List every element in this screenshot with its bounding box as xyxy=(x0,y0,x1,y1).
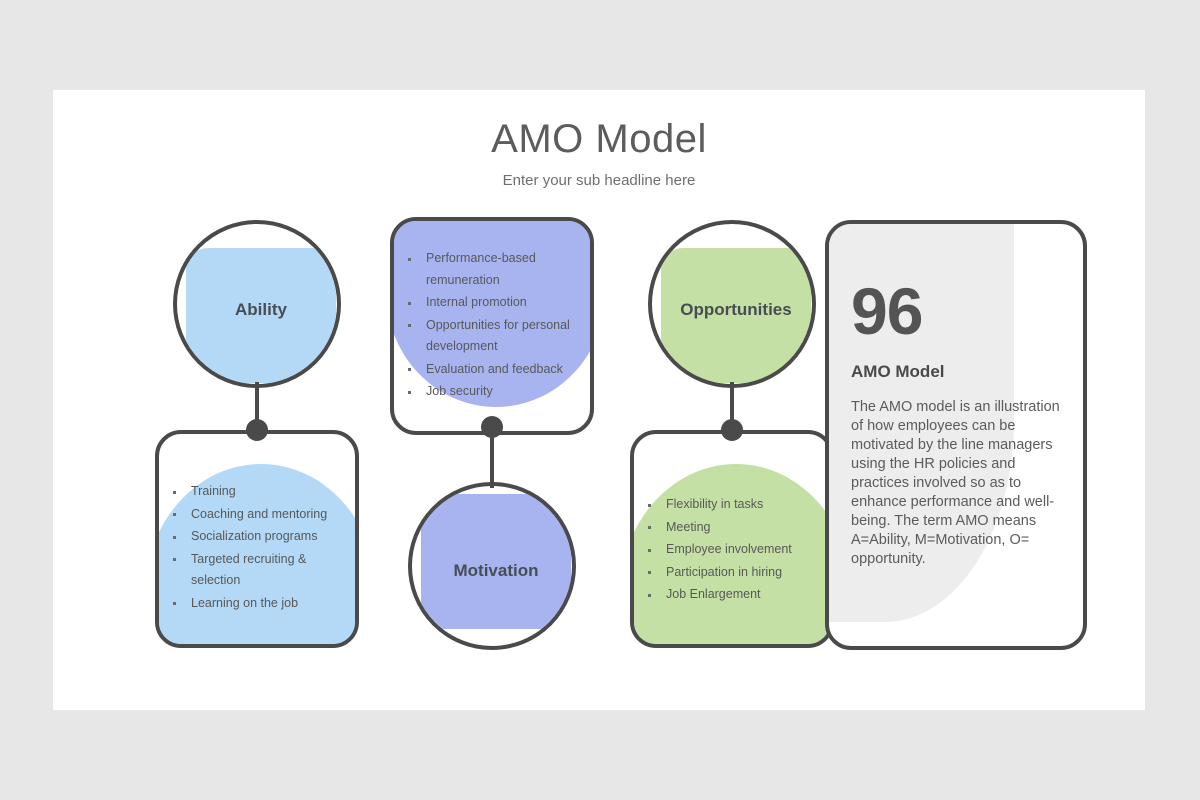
bullet-list-motivation: Performance-based remuneration Internal … xyxy=(394,248,590,403)
list-item: Performance-based remuneration xyxy=(394,248,590,291)
list-item: Flexibility in tasks xyxy=(634,494,830,516)
circle-opportunities[interactable]: Opportunities xyxy=(648,220,816,388)
page-subtitle: Enter your sub headline here xyxy=(502,172,696,189)
info-panel[interactable]: 96 AMO Model The AMO model is an illustr… xyxy=(825,220,1087,650)
connector-dot-ability xyxy=(246,419,268,441)
circle-ability[interactable]: Ability xyxy=(173,220,341,388)
circle-fill-opportunities xyxy=(661,248,811,383)
list-item: Training xyxy=(159,481,355,503)
page-title: AMO Model xyxy=(491,117,707,161)
list-item: Job Enlargement xyxy=(634,584,830,606)
card-motivation[interactable]: Performance-based remuneration Internal … xyxy=(390,217,594,435)
circle-fill-motivation xyxy=(421,494,571,629)
circle-motivation[interactable]: Motivation xyxy=(408,482,576,650)
connector-line-opportunities xyxy=(730,382,734,438)
circle-fill-ability xyxy=(186,248,336,383)
list-item: Employee involvement xyxy=(634,539,830,561)
list-item: Socialization programs xyxy=(159,526,355,548)
circle-label-ability: Ability xyxy=(235,300,287,319)
circle-label-motivation: Motivation xyxy=(453,561,539,580)
list-item: Learning on the job xyxy=(159,593,355,615)
list-item: Evaluation and feedback xyxy=(394,359,590,381)
card-opportunities[interactable]: Flexibility in tasks Meeting Employee in… xyxy=(630,430,834,648)
slide-canvas: AMO Model Enter your sub headline here A… xyxy=(53,90,1145,710)
card-ability[interactable]: Training Coaching and mentoring Socializ… xyxy=(155,430,359,648)
panel-heading: AMO Model xyxy=(851,362,945,381)
connector-line-ability xyxy=(255,382,259,438)
circle-label-opportunities: Opportunities xyxy=(680,300,792,319)
card-blob-ability xyxy=(159,464,355,644)
panel-body-text: The AMO model is an illustration of how … xyxy=(851,399,1060,567)
panel-content: 96 AMO Model The AMO model is an illustr… xyxy=(829,224,1083,569)
bullet-list-ability: Training Coaching and mentoring Socializ… xyxy=(159,481,355,614)
connector-line-motivation xyxy=(490,430,494,488)
panel-number: 96 xyxy=(851,274,923,348)
list-item: Opportunities for personal development xyxy=(394,315,590,358)
bullet-list-opportunities: Flexibility in tasks Meeting Employee in… xyxy=(634,494,830,606)
list-item: Targeted recruiting & selection xyxy=(159,549,355,592)
list-item: Internal promotion xyxy=(394,292,590,314)
list-item: Job security xyxy=(394,381,590,403)
card-blob-opportunities xyxy=(634,464,830,644)
card-blob-motivation xyxy=(394,221,590,407)
connector-dot-motivation xyxy=(481,416,503,438)
list-item: Meeting xyxy=(634,517,830,539)
list-item: Participation in hiring xyxy=(634,562,830,584)
list-item: Coaching and mentoring xyxy=(159,504,355,526)
connector-dot-opportunities xyxy=(721,419,743,441)
